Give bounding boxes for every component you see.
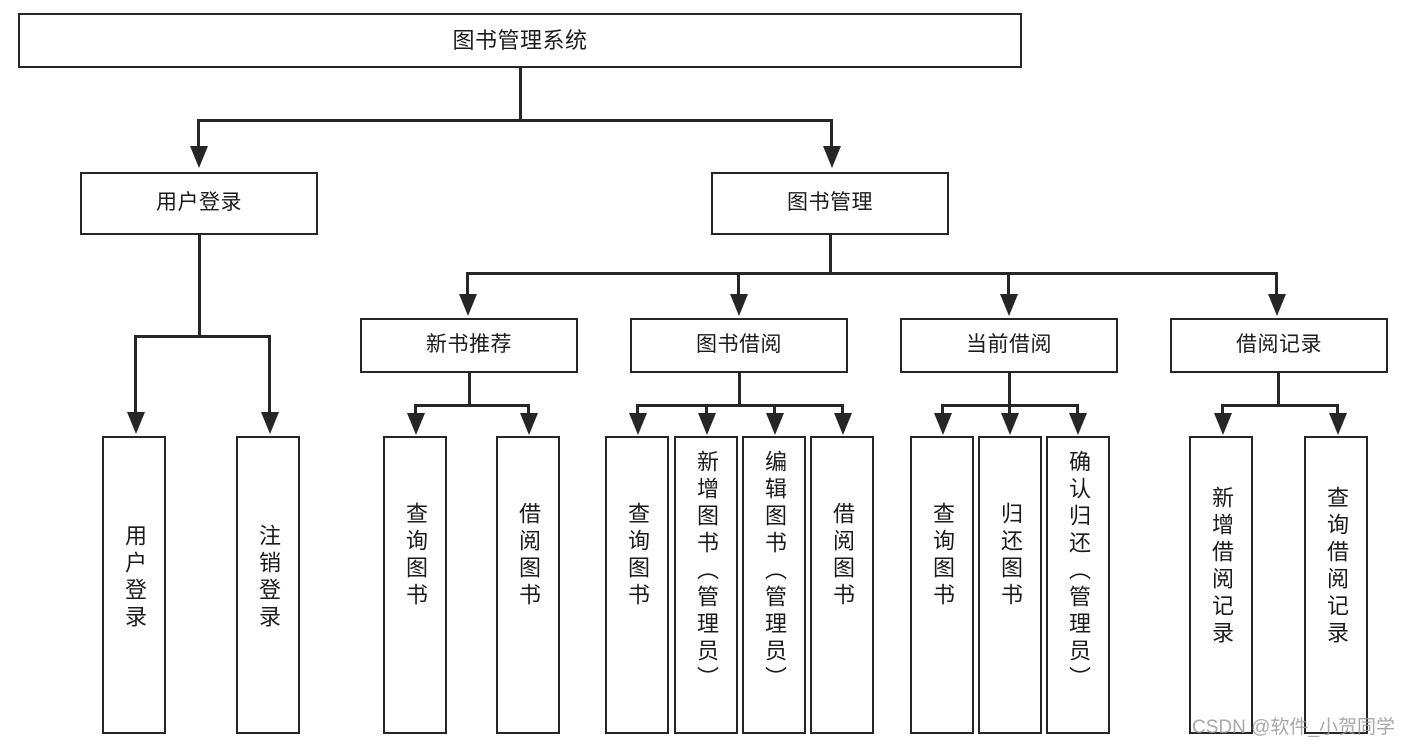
connector-current-borrow-c2 (1008, 404, 1011, 416)
node-leaf-borrow-book-2[interactable]: 借阅图书 (810, 436, 874, 734)
arrow-to-current-borrow (1000, 294, 1018, 316)
connector-to-user-login (197, 119, 200, 147)
node-user-login-label: 用户登录 (156, 191, 242, 215)
connector-to-book-borrow (737, 272, 740, 297)
arrow-leaf-query-book-3 (934, 413, 952, 435)
connector-user-login-bus (134, 335, 271, 338)
node-leaf-add-book-admin[interactable]: 新增图书（管理员） (674, 436, 738, 734)
arrow-leaf-query-book-2 (629, 413, 647, 435)
connector-new-book-rec-right (527, 404, 530, 416)
connector-book-manage-stem (829, 235, 832, 274)
connector-to-new-book-rec (466, 272, 469, 297)
connector-to-borrow-record (1275, 272, 1278, 297)
connector-book-borrow-bus (636, 404, 844, 407)
connector-to-book-manage (830, 119, 833, 147)
connector-borrow-record-right (1336, 404, 1339, 416)
connector-user-login-left (134, 335, 137, 415)
connector-user-login-stem (198, 235, 201, 337)
arrow-to-user-login (190, 146, 208, 168)
arrow-to-new-book-rec (459, 294, 477, 316)
connector-book-borrow-stem (738, 373, 741, 406)
node-leaf-confirm-return-admin-label: 确认归还（管理员） (1066, 450, 1091, 693)
node-leaf-query-book-3[interactable]: 查询图书 (910, 436, 974, 734)
csdn-watermark: CSDN @软件_小贺同学 (1192, 717, 1395, 738)
node-current-borrow[interactable]: 当前借阅 (900, 318, 1118, 373)
connector-user-login-right (268, 335, 271, 415)
connector-book-borrow-c3 (773, 404, 776, 416)
node-leaf-query-book-3-label: 查询图书 (930, 502, 955, 610)
node-book-manage[interactable]: 图书管理 (711, 172, 949, 235)
arrow-leaf-borrow-book-1 (520, 413, 538, 435)
arrow-leaf-logout (261, 412, 279, 434)
connector-book-borrow-c1 (636, 404, 639, 416)
node-book-borrow[interactable]: 图书借阅 (630, 318, 848, 373)
connector-borrow-record-bus (1221, 404, 1339, 407)
node-leaf-add-borrow-record-label: 新增借阅记录 (1209, 486, 1234, 648)
node-leaf-borrow-book-1[interactable]: 借阅图书 (496, 436, 560, 734)
arrow-to-book-manage (823, 146, 841, 168)
arrow-leaf-edit-book-admin (766, 413, 784, 435)
node-borrow-record[interactable]: 借阅记录 (1170, 318, 1388, 373)
node-user-login[interactable]: 用户登录 (80, 172, 318, 235)
arrow-leaf-borrow-book-2 (834, 413, 852, 435)
node-leaf-return-book-label: 归还图书 (998, 502, 1023, 610)
node-leaf-query-book-2[interactable]: 查询图书 (605, 436, 669, 734)
node-leaf-return-book[interactable]: 归还图书 (978, 436, 1042, 734)
connector-level2-bus (197, 119, 833, 122)
node-leaf-query-book-1-label: 查询图书 (403, 502, 428, 610)
arrow-leaf-query-borrow-record (1329, 413, 1347, 435)
node-leaf-query-borrow-record[interactable]: 查询借阅记录 (1304, 436, 1368, 734)
connector-current-borrow-c1 (941, 404, 944, 416)
node-leaf-user-login[interactable]: 用户登录 (102, 436, 166, 734)
node-leaf-add-book-admin-label: 新增图书（管理员） (694, 450, 719, 693)
node-leaf-logout[interactable]: 注销登录 (236, 436, 300, 734)
arrow-to-book-borrow (730, 294, 748, 316)
arrow-to-borrow-record (1268, 294, 1286, 316)
node-leaf-add-borrow-record[interactable]: 新增借阅记录 (1189, 436, 1253, 734)
connector-book-borrow-c4 (841, 404, 844, 416)
arrow-leaf-add-borrow-record (1214, 413, 1232, 435)
node-leaf-query-book-2-label: 查询图书 (625, 502, 650, 610)
connector-borrow-record-left (1221, 404, 1224, 416)
node-root[interactable]: 图书管理系统 (18, 13, 1022, 68)
node-root-label: 图书管理系统 (452, 27, 588, 53)
arrow-leaf-add-book-admin (698, 413, 716, 435)
node-leaf-edit-book-admin[interactable]: 编辑图书（管理员） (742, 436, 806, 734)
node-new-book-rec[interactable]: 新书推荐 (360, 318, 578, 373)
arrow-leaf-return-book (1001, 413, 1019, 435)
node-leaf-query-borrow-record-label: 查询借阅记录 (1324, 486, 1349, 648)
arrow-leaf-query-book-1 (407, 413, 425, 435)
connector-new-book-rec-stem (468, 373, 471, 406)
node-leaf-borrow-book-1-label: 借阅图书 (516, 502, 541, 610)
connector-level3-bus (466, 272, 1278, 275)
node-book-manage-label: 图书管理 (787, 191, 873, 215)
node-leaf-borrow-book-2-label: 借阅图书 (830, 502, 855, 610)
connector-current-borrow-c3 (1076, 404, 1079, 416)
connector-book-borrow-c2 (705, 404, 708, 416)
node-leaf-user-login-label: 用户登录 (122, 524, 147, 632)
connector-borrow-record-stem (1277, 373, 1280, 406)
connector-to-current-borrow (1007, 272, 1010, 297)
node-leaf-edit-book-admin-label: 编辑图书（管理员） (762, 450, 787, 693)
connector-new-book-rec-bus (414, 404, 530, 407)
node-current-borrow-label: 当前借阅 (966, 333, 1052, 357)
connector-root-stem (519, 68, 522, 121)
arrow-leaf-confirm-return-admin (1069, 413, 1087, 435)
node-new-book-rec-label: 新书推荐 (426, 333, 512, 357)
node-book-borrow-label: 图书借阅 (696, 333, 782, 357)
node-leaf-logout-label: 注销登录 (256, 524, 281, 632)
connector-current-borrow-stem (1008, 373, 1011, 406)
node-leaf-query-book-1[interactable]: 查询图书 (383, 436, 447, 734)
arrow-leaf-user-login (127, 412, 145, 434)
node-leaf-confirm-return-admin[interactable]: 确认归还（管理员） (1046, 436, 1110, 734)
connector-new-book-rec-left (414, 404, 417, 416)
node-borrow-record-label: 借阅记录 (1236, 333, 1322, 357)
